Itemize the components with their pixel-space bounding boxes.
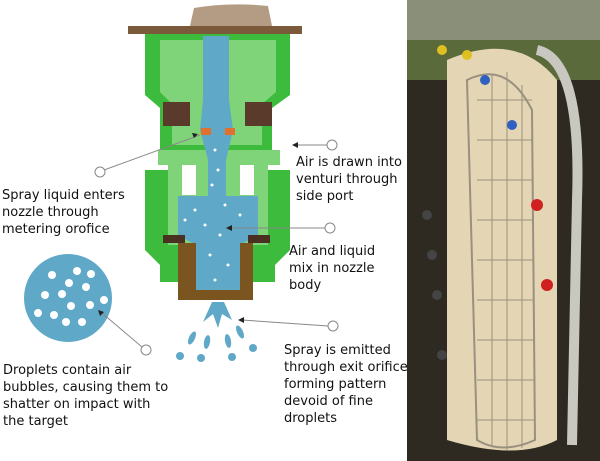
label-2: Air is drawn into venturi through side p… (296, 155, 402, 204)
label-1: Spray liquid enters nozzle through meter… (2, 188, 125, 237)
nozzle-tip (178, 243, 253, 300)
spray-droplets (176, 325, 257, 362)
droplet-closeup (24, 254, 112, 342)
label-5: Droplets contain air bubbles, causing th… (3, 363, 169, 429)
air-port-left (163, 102, 190, 126)
air-bubbles (183, 148, 242, 282)
nozzle-cap (190, 4, 272, 26)
sprayer-photo (407, 0, 600, 461)
liquid-channel (178, 36, 258, 290)
cap-bar (128, 26, 302, 34)
label-4: Spray is emitted through exit orifice fo… (284, 343, 408, 426)
air-port-right (245, 102, 272, 126)
label-3: Air and liquid mix in nozzle body (289, 244, 376, 293)
spray-plume (203, 302, 232, 328)
